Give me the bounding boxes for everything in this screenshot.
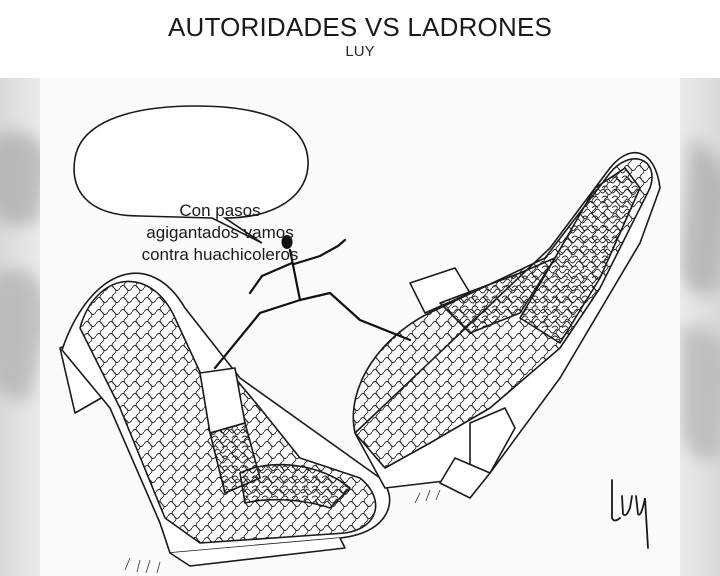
left-shoe-icon <box>59 272 391 567</box>
author-name: LUY <box>345 43 375 60</box>
ground-hatching <box>124 489 441 574</box>
speech-bubble-icon <box>73 105 309 244</box>
stick-figure-icon <box>213 235 412 370</box>
artist-signature <box>611 479 649 549</box>
background-ghosts <box>0 131 720 460</box>
speech-bubble-text: Con pasos agigantados vamos contra huach… <box>120 200 320 266</box>
speech-line-3: contra huachicoleros <box>141 245 299 264</box>
header: AUTORIDADES VS LADRONES LUY <box>0 0 720 78</box>
speech-line-1: Con pasos <box>179 201 261 220</box>
cartoon-drawing <box>59 105 661 574</box>
cartoon-stage: Con pasos agigantados vamos contra huach… <box>0 78 720 576</box>
speech-line-2: agigantados vamos <box>146 223 294 242</box>
page-title: AUTORIDADES VS LADRONES <box>167 12 553 42</box>
right-shoe-icon <box>352 151 661 499</box>
